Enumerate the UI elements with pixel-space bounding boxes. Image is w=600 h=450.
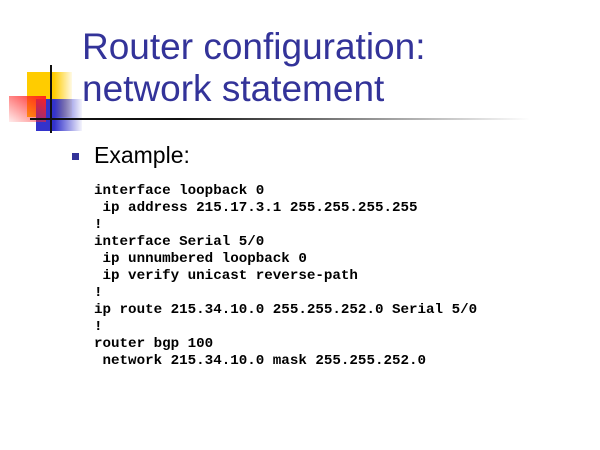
title-line-2: network statement [82,68,385,109]
bullet-text: Example: [94,142,190,168]
code-line: interface Serial 5/0 [94,234,265,250]
vertical-rule [50,65,52,133]
code-line: network 215.34.10.0 mask 255.255.252.0 [94,353,427,369]
code-line: ! [94,285,103,301]
code-line: ip verify unicast reverse-path [94,268,358,284]
code-line: ip address 215.17.3.1 255.255.255.255 [94,200,418,216]
code-line: ! [94,217,103,233]
title-line-1: Router configuration: [82,26,426,67]
bullet-icon [72,153,79,160]
code-line: ip route 215.34.10.0 255.255.252.0 Seria… [94,302,478,318]
code-block: interface loopback 0 ip address 215.17.3… [94,183,477,370]
code-line: interface loopback 0 [94,183,265,199]
slide-title: Router configuration: network statement [82,26,425,110]
code-line: router bgp 100 [94,336,214,352]
title-underline [30,118,530,120]
code-line: ! [94,319,103,335]
code-line: ip unnumbered loopback 0 [94,251,307,267]
red-square [9,96,46,122]
